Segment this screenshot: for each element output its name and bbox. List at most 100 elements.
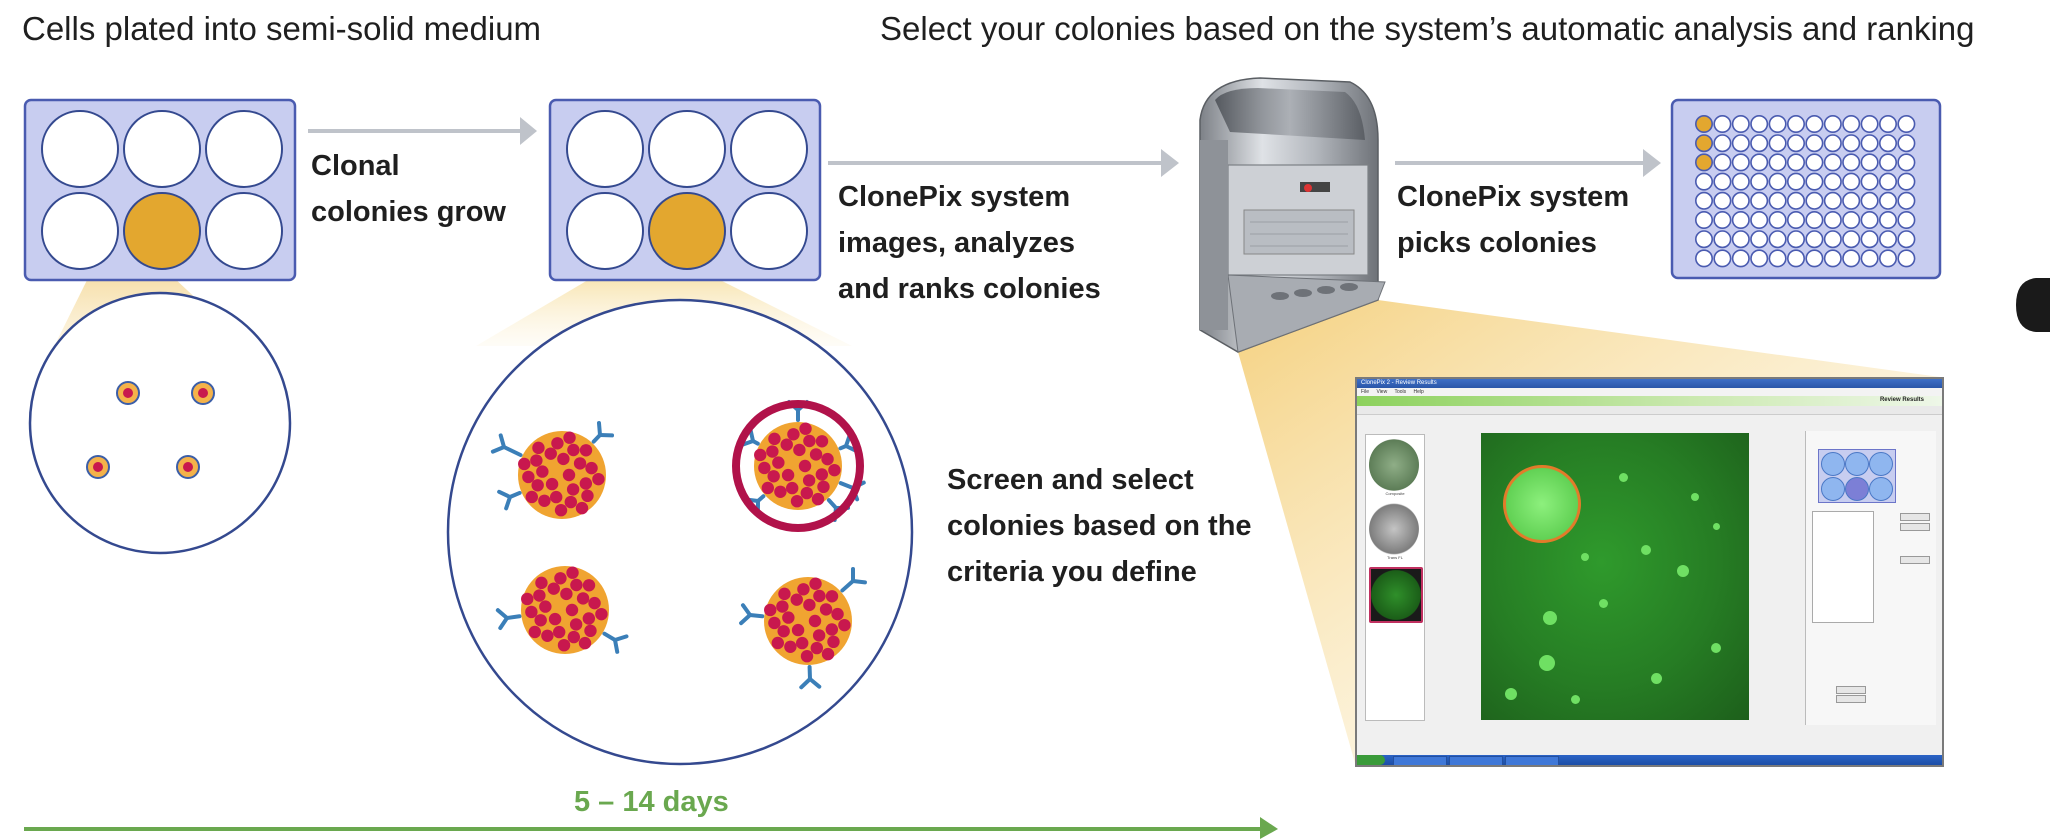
sw-button[interactable] — [1900, 513, 1930, 521]
well — [1842, 115, 1861, 134]
plate-6well-colonies — [548, 98, 822, 282]
antibody-arm — [808, 677, 822, 689]
antibody-stem — [838, 481, 855, 490]
well — [1842, 172, 1861, 191]
colony-cell — [544, 447, 557, 460]
well — [1787, 191, 1806, 210]
sw-feature-list[interactable] — [1812, 511, 1874, 623]
well — [1897, 153, 1916, 172]
zoom-circle-cells — [28, 291, 292, 555]
well — [1805, 134, 1824, 153]
antibody-stem — [505, 614, 522, 620]
thumb-caption: Composite — [1385, 491, 1405, 496]
colony — [495, 566, 629, 654]
well — [1897, 134, 1916, 153]
sw-panel-title: Review Results — [1879, 397, 1924, 403]
colony-cell — [776, 600, 789, 613]
colony-cell — [767, 470, 780, 483]
colony-spot — [1539, 655, 1555, 671]
plate-6well-start — [23, 98, 297, 282]
colony-cell — [575, 501, 589, 515]
antibody-arm — [495, 608, 509, 620]
colony-cell — [782, 611, 795, 624]
well — [1731, 191, 1750, 210]
well — [730, 192, 808, 270]
well — [1695, 172, 1714, 191]
well — [1731, 115, 1750, 134]
sw-main-image — [1481, 433, 1749, 720]
sw-info-bar — [1357, 406, 1942, 415]
colony-cell — [778, 587, 791, 601]
well — [1879, 211, 1898, 230]
sw-tabs — [1357, 415, 1942, 423]
sw-button[interactable] — [1836, 686, 1866, 694]
sw-button[interactable] — [1900, 556, 1930, 564]
colony-cell — [522, 470, 535, 484]
label-clonal-colonies-grow: Clonal colonies grow — [311, 143, 506, 235]
well — [1768, 115, 1787, 134]
antibody-arm — [851, 579, 867, 585]
sw-task-item[interactable] — [1505, 756, 1559, 765]
sw-button[interactable] — [1900, 523, 1930, 531]
colony-cell — [811, 492, 825, 506]
colony-cell — [764, 603, 777, 617]
colony-cell — [793, 443, 806, 457]
well — [1805, 211, 1824, 230]
colony-spot — [1651, 673, 1662, 684]
well-picked — [1695, 134, 1714, 153]
colony-cell — [780, 438, 793, 451]
well-highlighted — [123, 192, 201, 270]
colony-cell — [774, 485, 787, 498]
well — [730, 110, 808, 188]
colony-cell — [579, 477, 593, 490]
colony-cell — [535, 576, 548, 590]
well — [1805, 191, 1824, 210]
colony-spot — [1581, 553, 1589, 561]
colony-cell — [813, 589, 826, 603]
well — [1823, 230, 1842, 249]
sw-task-item[interactable] — [1393, 756, 1447, 765]
sw-task-item[interactable] — [1449, 756, 1503, 765]
well — [1750, 115, 1769, 134]
colony-cell — [545, 477, 559, 491]
sw-plate-well-selected[interactable] — [1845, 477, 1869, 501]
colony-cell — [809, 577, 822, 590]
well — [1768, 230, 1787, 249]
well — [1879, 134, 1898, 153]
colony-cell — [771, 636, 784, 650]
colony-cell — [797, 583, 810, 596]
well — [1750, 211, 1769, 230]
clonepix-instrument — [1199, 77, 1386, 353]
sw-button[interactable] — [1836, 695, 1866, 703]
antibody — [497, 489, 522, 511]
well — [1860, 115, 1879, 134]
well — [1750, 153, 1769, 172]
well — [1860, 134, 1879, 153]
well — [1860, 211, 1879, 230]
single-cell — [86, 455, 110, 479]
antibody-arm — [596, 421, 602, 437]
colony — [739, 566, 867, 690]
antibody-arm — [613, 634, 629, 642]
sw-plate-well[interactable] — [1869, 452, 1893, 476]
label-picks-colonies: ClonePix system picks colonies — [1397, 174, 1629, 266]
well — [1731, 172, 1750, 191]
sw-plate-well[interactable] — [1845, 452, 1869, 476]
well — [1787, 249, 1806, 268]
antibody-stem — [748, 613, 765, 619]
sw-plate-well[interactable] — [1869, 477, 1893, 501]
label-line: ClonePix system — [1397, 181, 1630, 213]
colony-cell — [566, 566, 579, 579]
colony-cell — [821, 647, 835, 661]
well — [1860, 191, 1879, 210]
antibody-arm — [504, 495, 512, 511]
colony-cell — [827, 635, 840, 649]
colony-cell — [761, 481, 774, 495]
sw-start-button[interactable] — [1357, 755, 1385, 765]
antibody-arm — [740, 603, 752, 617]
well — [1695, 230, 1714, 249]
sw-plate-well[interactable] — [1821, 452, 1845, 476]
colony-cell — [581, 489, 594, 503]
colony-cell — [777, 625, 790, 638]
sw-plate-well[interactable] — [1821, 477, 1845, 501]
